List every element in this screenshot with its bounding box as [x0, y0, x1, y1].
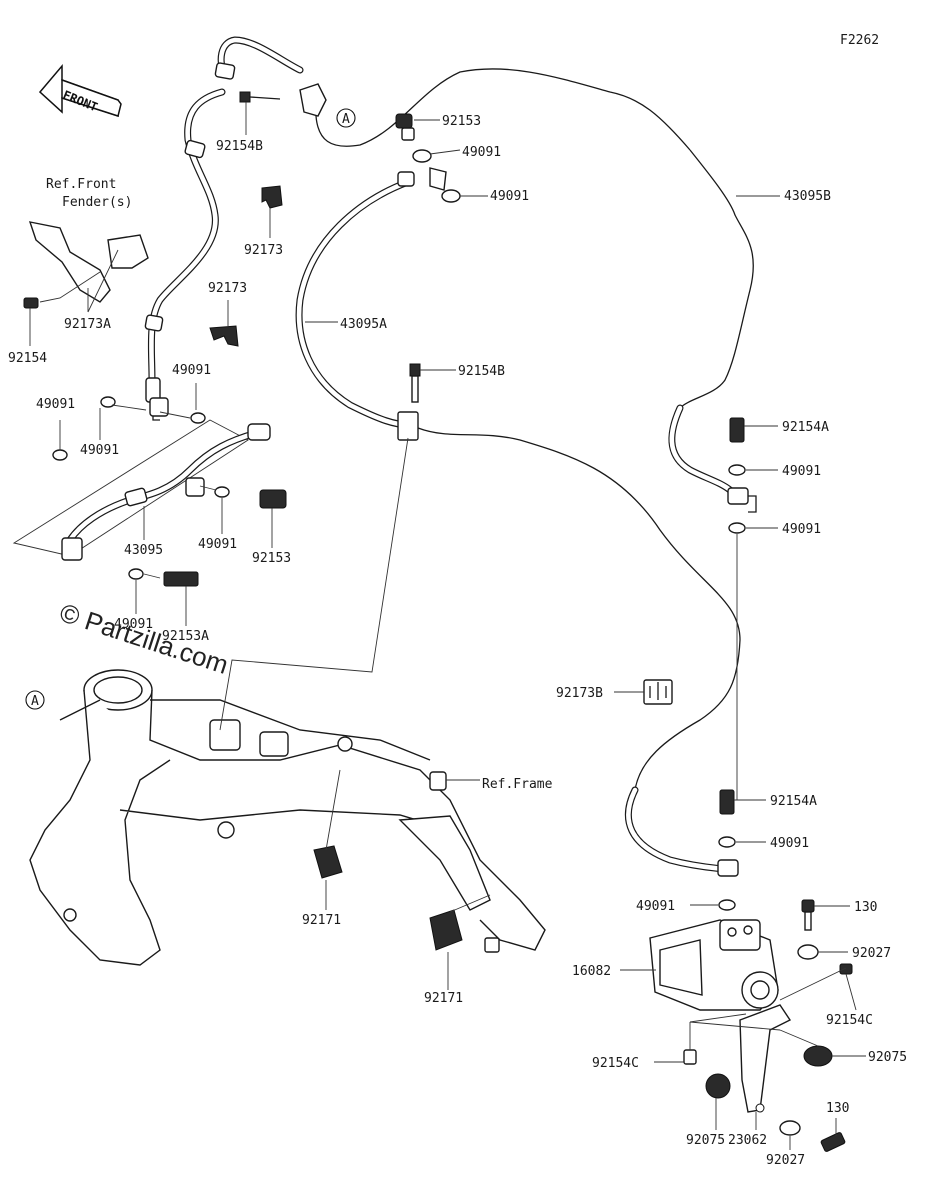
lead-tee-to-frame [219, 437, 409, 731]
brake-hose-43095a [295, 171, 741, 874]
diagram-code: F2262 [840, 33, 879, 48]
label-43095a: 43095A [340, 317, 387, 332]
damper-92171-b [429, 909, 463, 951]
lower-hose-43095-group [12, 396, 287, 587]
label-49091-i: 49091 [782, 522, 821, 537]
label-49091-b: 49091 [490, 189, 529, 204]
ref-front-fender-line1: Ref.Front [46, 177, 116, 192]
label-23062: 23062 [728, 1133, 767, 1148]
label-92153a: 92153A [162, 629, 209, 644]
label-92153-top: 92153 [442, 114, 481, 129]
label-92154b-top: 92154B [216, 139, 263, 154]
label-92154a-low: 92154A [770, 794, 817, 809]
callout-marker-a-frame: A [31, 694, 39, 709]
label-49091-j: 49091 [770, 836, 809, 851]
callout-marker-a-top: A [342, 112, 350, 127]
label-92027-top: 92027 [852, 946, 891, 961]
leader-lines [29, 102, 866, 1150]
bolt-92154b-mid [409, 363, 421, 403]
label-92075-right: 92075 [868, 1050, 907, 1065]
label-49091-c: 49091 [172, 363, 211, 378]
clamp-92173-mid [209, 325, 239, 347]
label-49091-h: 49091 [782, 464, 821, 479]
label-49091-e: 49091 [80, 443, 119, 458]
label-49091-d: 49091 [36, 397, 75, 412]
front-fender-bracket [23, 221, 149, 309]
label-92173b: 92173B [556, 686, 603, 701]
front-arrow-icon: FRONT [38, 63, 122, 118]
damper-92171-a [313, 845, 343, 879]
label-49091-g: 49091 [114, 617, 153, 632]
label-92154b-mid: 92154B [458, 364, 505, 379]
label-16082: 16082 [572, 964, 611, 979]
label-92154c-left: 92154C [592, 1056, 639, 1071]
label-130-low: 130 [826, 1101, 849, 1116]
label-92154: 92154 [8, 351, 47, 366]
abs-hydraulic-unit [649, 919, 779, 1011]
ref-front-fender-line2: Fender(s) [62, 195, 132, 210]
label-92173-b: 92173 [208, 281, 247, 296]
label-49091-k: 49091 [636, 899, 675, 914]
fittings-right-column [717, 417, 757, 911]
abs-bracket-23062 [739, 1004, 792, 1113]
label-43095: 43095 [124, 543, 163, 558]
clip-92173b [643, 679, 673, 705]
ref-frame: Ref.Frame [482, 777, 553, 792]
label-92171-b: 92171 [424, 991, 463, 1006]
label-92027-low: 92027 [766, 1153, 805, 1168]
label-49091-a: 49091 [462, 145, 501, 160]
front-brake-hose [144, 36, 304, 421]
label-92153-mid: 92153 [252, 551, 291, 566]
label-92154c-right: 92154C [826, 1013, 873, 1028]
clamp-92173-top [261, 185, 283, 209]
label-92173-a: 92173 [244, 243, 283, 258]
brake-pipe-43095b [668, 149, 754, 494]
label-92171-a: 92171 [302, 913, 341, 928]
motorcycle-frame: A [25, 669, 546, 966]
fittings-top-center [395, 113, 461, 203]
label-92154a-top: 92154A [782, 420, 829, 435]
hose-union-top: A [239, 68, 691, 151]
label-92173a: 92173A [64, 317, 111, 332]
label-92075-left: 92075 [686, 1133, 725, 1148]
label-49091-f: 49091 [198, 537, 237, 552]
label-130-top: 130 [854, 900, 877, 915]
label-43095b: 43095B [784, 189, 831, 204]
